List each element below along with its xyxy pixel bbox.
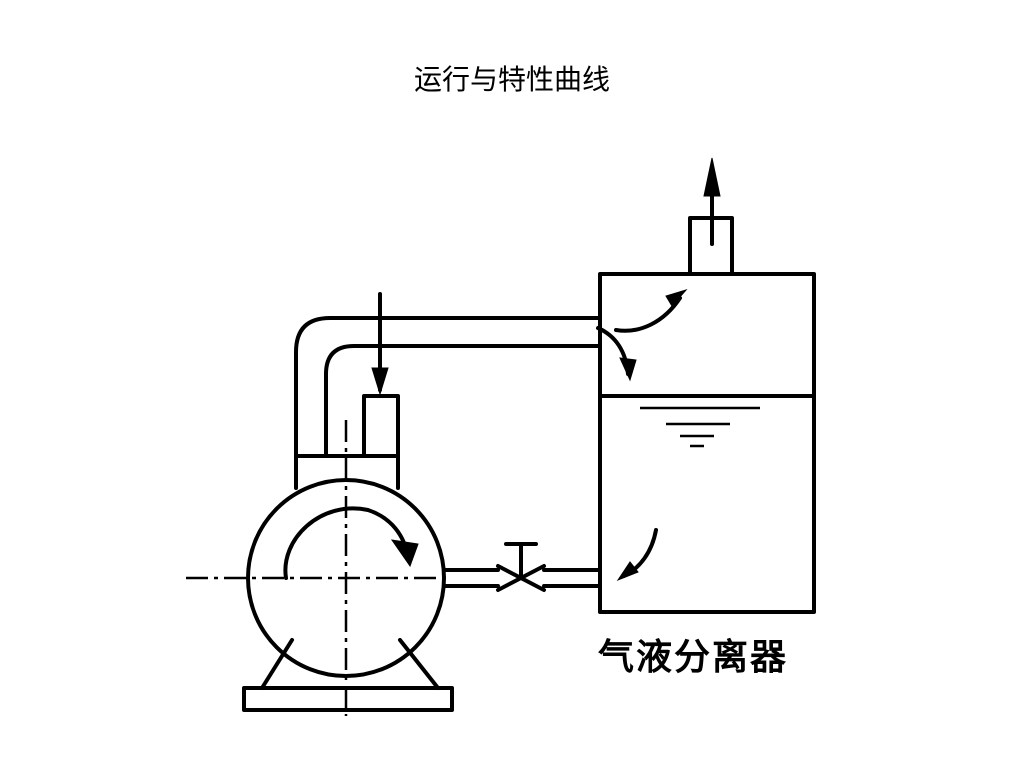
- pump-inlet-neck: [294, 394, 400, 490]
- discharge-pipe: [294, 316, 600, 458]
- gas-flow-arrow: [614, 289, 688, 333]
- rotation-arrow: [283, 506, 419, 580]
- gas-outlet-arrow: [703, 157, 721, 246]
- return-pipe: [442, 568, 600, 588]
- liquid-flow-arrow: [596, 326, 637, 382]
- pump-base: [242, 638, 454, 712]
- slide-title: 运行与特性曲线: [413, 63, 610, 96]
- separator-label: 气液分离器: [598, 637, 789, 678]
- inlet-arrow: [371, 292, 389, 396]
- water-level-symbol: [640, 406, 760, 448]
- valve: [496, 542, 546, 592]
- separator-tank: [598, 272, 816, 614]
- return-flow-arrow: [616, 528, 658, 582]
